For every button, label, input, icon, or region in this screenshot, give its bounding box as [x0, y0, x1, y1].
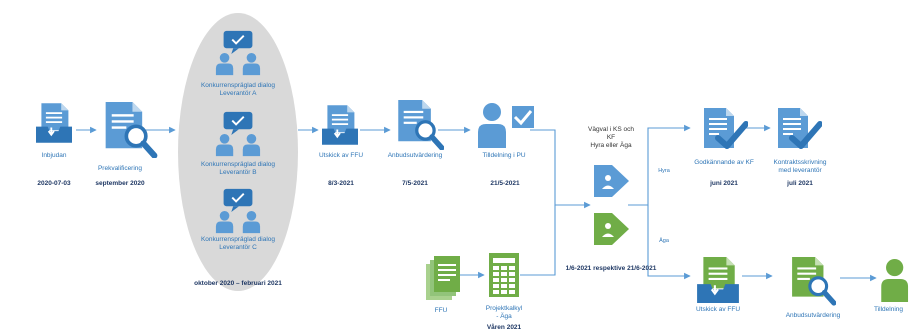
tilldelning-icon [478, 102, 536, 148]
tilldelning-label: Tilldelning i PU [482, 152, 526, 159]
anbud2-icon [792, 257, 834, 303]
utskick2-icon [696, 257, 740, 303]
utskick-date: 8/3-2021 [328, 180, 354, 187]
anbud-icon [398, 100, 441, 148]
anbud2-label: Anbudsutvärdering [785, 312, 841, 319]
prekval-date: september 2020 [95, 180, 145, 187]
projektkalkyl-date: Våren 2021 [486, 324, 522, 331]
aga-arrow-shape [594, 213, 629, 245]
kontrakt-icon [778, 108, 820, 148]
inbjudan-label: Inbjudan [41, 152, 67, 159]
inbjudan-date: 2020-07-03 [37, 180, 71, 187]
ffu-label: FFU [434, 307, 448, 314]
godkannande-label: Godkännande av KF [694, 159, 754, 166]
godkannande-icon [704, 108, 746, 148]
anbud-date: 7/5-2021 [402, 180, 428, 187]
vagval-label: Vägval i KS och KF Hyra eller Äga [588, 126, 634, 150]
kontrakt-label: Kontraktsskrivning med leverantör [773, 159, 827, 175]
tilldelning2-label: Tilldelning [874, 306, 904, 313]
projektkalkyl-label: Projektkalkyl - Äga [485, 305, 523, 321]
vagval-date: 1/6-2021 respektive 21/6-2021 [565, 265, 657, 272]
dialog-b-label: Konkurrenspräglad dialog Leverantör B [200, 161, 276, 177]
dialog-period-date: oktober 2020 – februari 2021 [194, 280, 282, 287]
dialog-c-label: Konkurrenspräglad dialog Leverantör C [200, 236, 276, 252]
utskick2-label: Utskick av FFU [695, 306, 741, 313]
utskick-icon [322, 105, 358, 145]
projektkalkyl-icon [489, 253, 519, 297]
ffu-icon [426, 256, 460, 300]
utskick-label: Utskick av FFU [318, 152, 364, 159]
inbjudan-icon [36, 103, 72, 143]
tilldelning-date: 21/5-2021 [490, 180, 520, 187]
kontrakt-date: juli 2021 [787, 180, 813, 187]
hyra-branch-label: Hyra [658, 168, 670, 174]
anbud-label: Anbudsutvärdering [387, 152, 443, 159]
tilldelning2-icon [881, 258, 912, 302]
hyra-arrow-shape [594, 165, 629, 197]
prekval-icon [106, 102, 155, 156]
prekval-label: Prekvalificering [97, 165, 143, 172]
godkannande-date: juni 2021 [710, 180, 738, 187]
dialog-phase-oval [178, 13, 298, 291]
connectors [76, 124, 877, 282]
aga-branch-label: Äga [659, 238, 669, 244]
dialog-a-label: Konkurrenspräglad dialog Leverantör A [200, 82, 276, 98]
